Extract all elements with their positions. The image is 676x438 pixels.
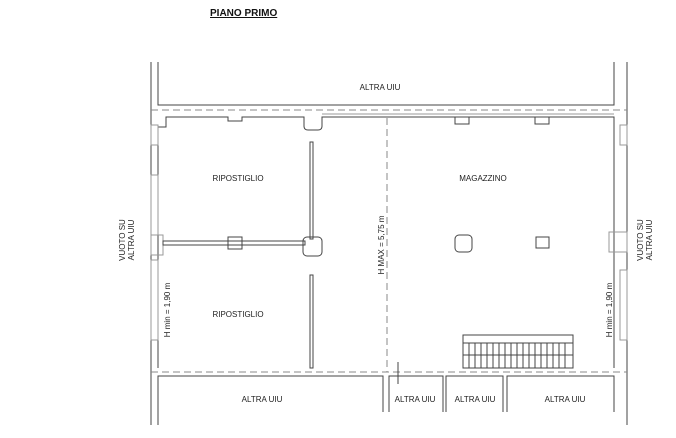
room-label-magazzino: MAGAZZINO	[459, 174, 507, 183]
partition-horizontal	[162, 240, 306, 246]
h-max-label: H MAX = 5,75 m	[377, 215, 386, 274]
left-pilaster	[150, 234, 164, 256]
bottom-neighbor-label: ALTRA UIU	[545, 395, 586, 404]
bottom-neighbor-label: ALTRA UIU	[395, 395, 436, 404]
room-label-ripostiglio-top: RIPOSTIGLIO	[212, 174, 263, 183]
bottom-neighbor-label: ALTRA UIU	[455, 395, 496, 404]
wall-pilaster	[454, 116, 470, 125]
room-label-ripostiglio-bottom: RIPOSTIGLIO	[212, 310, 263, 319]
bottom-neighbor-4	[506, 375, 615, 412]
staircase	[462, 334, 574, 369]
left-opening	[150, 124, 159, 146]
wall-pilaster	[534, 116, 550, 125]
left-opening	[150, 259, 159, 341]
top-neighbor-label: ALTRA UIU	[360, 83, 401, 92]
h-min-left-label: H min = 1,90 m	[163, 282, 172, 337]
right-opening	[619, 269, 628, 341]
left-opening	[150, 174, 159, 236]
pillar-small	[535, 236, 550, 249]
pillar	[454, 234, 473, 253]
perimeter-wall	[157, 116, 615, 368]
bottom-neighbor-label: ALTRA UIU	[242, 395, 283, 404]
right-neighbor-label-1: VUOTO SU	[636, 219, 645, 261]
top-neighbor-outline	[157, 62, 615, 106]
pillar-small	[227, 236, 243, 250]
h-min-right-label: H min = 1,90 m	[605, 282, 614, 337]
partition-vertical-bottom	[309, 274, 314, 369]
right-opening	[619, 124, 628, 146]
right-neighbor-label-2: ALTRA UIU	[645, 219, 654, 260]
right-pilaster	[608, 231, 628, 253]
bottom-neighbor-2	[388, 375, 444, 412]
partition-vertical-top	[309, 141, 314, 240]
pillar	[302, 236, 323, 257]
left-neighbor-label-2: ALTRA UIU	[127, 219, 136, 260]
left-neighbor-label-1: VUOTO SU	[118, 219, 127, 261]
bottom-neighbor-3	[445, 375, 504, 412]
plan-title: PIANO PRIMO	[210, 8, 277, 19]
bottom-neighbor-1	[157, 375, 384, 425]
